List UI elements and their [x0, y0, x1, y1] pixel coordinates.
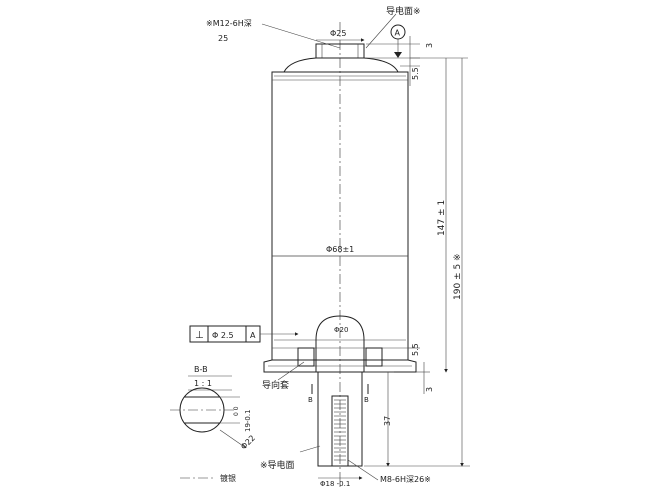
dim-bottom-3: 3 [425, 387, 434, 392]
section-scale: 1 : 1 [194, 379, 212, 388]
dim-dia-bottom: Φ18 -0.1 [320, 480, 350, 488]
dim-bottom-5-5: 5.5 [411, 343, 420, 356]
tolerance-frame: ⊥ Φ 2.5 A [189, 325, 299, 343]
tol-value: Φ 2.5 [212, 331, 234, 340]
datum-a-bubble: A [395, 29, 401, 38]
legend-label: 镀银 [220, 473, 236, 483]
tol-symbol: ⊥ [195, 330, 204, 341]
tol-datum: A [250, 331, 256, 340]
top-terminal [283, 43, 399, 73]
conductive-face-bottom: ※导电面 [260, 459, 295, 471]
dim-stem-length: 37 [383, 416, 392, 426]
guide-sleeve-label: 导向套 [262, 379, 289, 391]
conductive-face-top: 导电面※ [386, 5, 421, 17]
bottom-stem [297, 315, 383, 467]
body-diameter-dim: Φ68±1 Φ20 [272, 245, 408, 334]
dim-length-total: 190 ± 5 ※ [453, 253, 463, 300]
dim-flat-width: 19-0.1 [244, 409, 252, 432]
legend: 镀银 [180, 473, 236, 483]
dim-dia-body: Φ68±1 [326, 245, 354, 254]
vacuum-interrupter-body [263, 71, 417, 373]
dim-dia-top: Φ25 [330, 29, 346, 38]
dim-flat-tol: 0 0 [233, 406, 240, 416]
bottom-callouts: 导向套 ※导电面 M8-6H深26※ Φ18 -0.1 [260, 361, 431, 488]
section-b-b: B-B 1 : 1 0 0 19-0.1 Φ22 [170, 365, 257, 451]
dim-dia-section: Φ22 [239, 433, 257, 451]
dim-length-body: 147 ± 1 [437, 200, 447, 236]
right-dimensions: 3 5.5 147 ± 1 190 ± 5 ※ 5.5 3 37 [364, 36, 470, 467]
section-marker-right: B [364, 396, 369, 404]
top-thread-callout: ※M12-6H深 [206, 19, 252, 28]
section-marker-left: B [308, 396, 313, 404]
dim-dia-stem-top: Φ20 [334, 326, 348, 334]
bottom-thread-callout: M8-6H深26※ [380, 475, 431, 484]
section-markers: B B [308, 384, 369, 404]
section-title: B-B [194, 365, 208, 374]
top-callouts: ※M12-6H深 25 导电面※ A Φ25 [206, 5, 421, 58]
dim-top-5-5: 5.5 [411, 67, 420, 80]
top-thread-depth: 25 [218, 34, 228, 43]
dim-top-3: 3 [425, 43, 434, 48]
